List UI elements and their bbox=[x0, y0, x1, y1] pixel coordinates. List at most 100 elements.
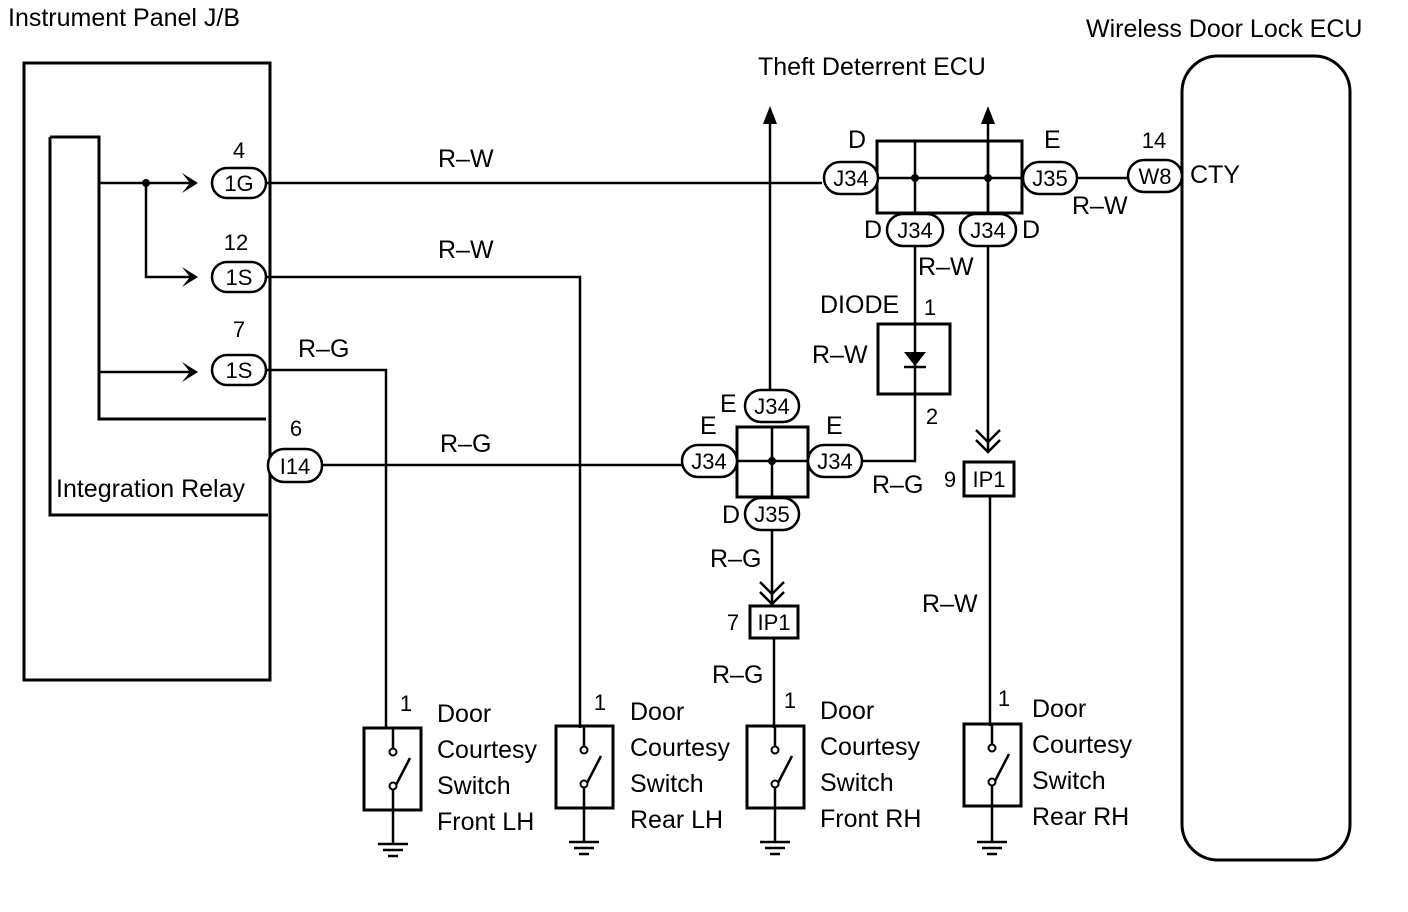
ip1-left-pin: 7 bbox=[727, 610, 739, 635]
integration-relay-label: Integration Relay bbox=[56, 475, 246, 503]
pin-14: 14 bbox=[1142, 128, 1166, 153]
instrument-panel-title: Instrument Panel J/B bbox=[8, 4, 240, 32]
switch-rear-lh-contacts bbox=[582, 726, 603, 826]
junction-dot-cross bbox=[768, 457, 776, 465]
connector-j34-cross-right-label: J34 bbox=[817, 449, 852, 474]
arrow-up-right bbox=[981, 106, 995, 124]
switch-front-rh: 1 bbox=[745, 688, 806, 856]
switch-rear-rh-label: Door Courtesy Switch Rear RH bbox=[1032, 695, 1133, 831]
switch-front-lh-dot-a bbox=[388, 747, 398, 757]
connector-ip1-left-label: IP1 bbox=[757, 610, 790, 635]
wire-label-rg-cross: R–G bbox=[872, 471, 923, 499]
switch-rear-rh-dot-b bbox=[987, 777, 997, 787]
switch-label-line: Courtesy bbox=[630, 734, 731, 762]
diode-pin-1: 1 bbox=[924, 295, 936, 320]
arrow-1s-a bbox=[182, 267, 198, 287]
connector-i14-label: I14 bbox=[280, 454, 311, 479]
connector-j34-cross-left bbox=[680, 443, 739, 479]
junction-dot-top-2 bbox=[984, 174, 992, 182]
pin-6: 6 bbox=[290, 416, 302, 441]
letter-d-top: D bbox=[848, 126, 866, 154]
switch-front-lh-label: Door Courtesy Switch Front LH bbox=[437, 700, 538, 836]
switch-label-line: Rear LH bbox=[630, 806, 723, 834]
switch-front-rh-dot-a bbox=[770, 745, 780, 755]
connector-1g-label: 1G bbox=[224, 171, 253, 196]
switch-front-lh: 1 bbox=[362, 691, 423, 858]
switch-label-line: Front LH bbox=[437, 808, 534, 836]
wire-label-rg-i14: R–G bbox=[440, 430, 491, 458]
wire-label-rw-ip1: R–W bbox=[922, 590, 978, 618]
switch-label-line: Door bbox=[630, 698, 684, 726]
switch-label-line: Courtesy bbox=[437, 736, 538, 764]
switch-front-rh-label: Door Courtesy Switch Front RH bbox=[820, 697, 921, 833]
wire-label-rw-1s: R–W bbox=[438, 236, 494, 264]
switch-front-lh-dot-b bbox=[388, 781, 398, 791]
pin-7: 7 bbox=[233, 317, 245, 342]
pin-4: 4 bbox=[233, 138, 245, 163]
ground-icon bbox=[977, 826, 1007, 856]
arrow-down-ip1-left bbox=[759, 581, 785, 606]
arrow-1s-b bbox=[182, 362, 198, 382]
integration-relay-outline bbox=[48, 137, 268, 517]
switch-label-line: Door bbox=[1032, 695, 1086, 723]
switch-label-line: Courtesy bbox=[820, 733, 921, 761]
wire-label-rw-diode: R–W bbox=[812, 341, 868, 369]
wire-label-rg-down: R–G bbox=[710, 545, 761, 573]
junction-block-top-grid bbox=[877, 141, 1022, 213]
connector-j35-cross-bottom-label: J35 bbox=[754, 502, 789, 527]
theft-ecu-title: Theft Deterrent ECU bbox=[758, 53, 986, 81]
connector-ip1-right-label: IP1 bbox=[972, 467, 1005, 492]
switch-rear-lh: 1 bbox=[554, 690, 615, 856]
wire-label-rw-diode-top: R–W bbox=[918, 253, 974, 281]
wire-label-rg-1s: R–G bbox=[298, 335, 349, 363]
wire-1s-rear-lh bbox=[266, 275, 582, 728]
connector-j34-top-left bbox=[822, 160, 880, 196]
connector-j34-bottom-left-label: J34 bbox=[897, 218, 932, 243]
connector-j34-cross-right bbox=[806, 443, 864, 479]
wireless-ecu-title: Wireless Door Lock ECU bbox=[1086, 15, 1362, 43]
switch-rear-rh-contacts bbox=[990, 724, 1011, 826]
wireless-ecu-box bbox=[1180, 54, 1352, 862]
arrow-up-left bbox=[763, 106, 777, 124]
wire-label-rg-ip1: R–G bbox=[712, 661, 763, 689]
switch-label-line: Switch bbox=[1032, 767, 1106, 795]
integration-relay-inner bbox=[50, 135, 266, 421]
ground-icon bbox=[569, 826, 599, 856]
switch-rear-lh-dot-b bbox=[579, 779, 589, 789]
diode-pin-2: 2 bbox=[926, 404, 938, 429]
switch-label-line: Courtesy bbox=[1032, 731, 1133, 759]
ip1-right-pin: 9 bbox=[944, 467, 956, 492]
arrow-1g bbox=[182, 173, 198, 193]
letter-e-cross-top: E bbox=[720, 390, 737, 418]
letter-d-left: D bbox=[864, 216, 882, 244]
wire-label-rw-top: R–W bbox=[438, 145, 494, 173]
diode-title: DIODE bbox=[820, 291, 899, 319]
switch-rear-rh-dot-a bbox=[987, 743, 997, 753]
arrow-down-ip1-right bbox=[975, 429, 1001, 454]
switch-label-line: Rear RH bbox=[1032, 803, 1129, 831]
ground-icon bbox=[378, 828, 408, 858]
switch-rear-lh-label: Door Courtesy Switch Rear LH bbox=[630, 698, 731, 834]
connector-j34-top-left-label: J34 bbox=[833, 166, 868, 191]
switch-front-rh-contacts bbox=[773, 726, 794, 826]
connector-j34-cross-left-label: J34 bbox=[691, 449, 726, 474]
switch-label-line: Front RH bbox=[820, 805, 921, 833]
letter-e-cross-right: E bbox=[826, 412, 843, 440]
terminal-cty: CTY bbox=[1190, 161, 1240, 189]
wire-diode-j34 bbox=[858, 394, 917, 463]
switch-front-lh-pin: 1 bbox=[400, 691, 412, 716]
connector-w8-label: W8 bbox=[1139, 164, 1172, 189]
junction-dot-top-1 bbox=[911, 174, 919, 182]
switch-label-line: Door bbox=[437, 700, 491, 728]
wire-label-rw-w8: R–W bbox=[1072, 192, 1128, 220]
switch-front-lh-contacts bbox=[391, 728, 412, 828]
letter-d-cross-bottom: D bbox=[722, 501, 740, 529]
switch-rear-lh-pin: 1 bbox=[594, 690, 606, 715]
connector-1s-b-label: 1S bbox=[226, 358, 253, 383]
connector-j34-cross-top bbox=[743, 388, 801, 424]
switch-front-rh-pin: 1 bbox=[784, 688, 796, 713]
connector-j34-cross-top-label: J34 bbox=[754, 394, 789, 419]
connector-w8 bbox=[1126, 158, 1184, 194]
